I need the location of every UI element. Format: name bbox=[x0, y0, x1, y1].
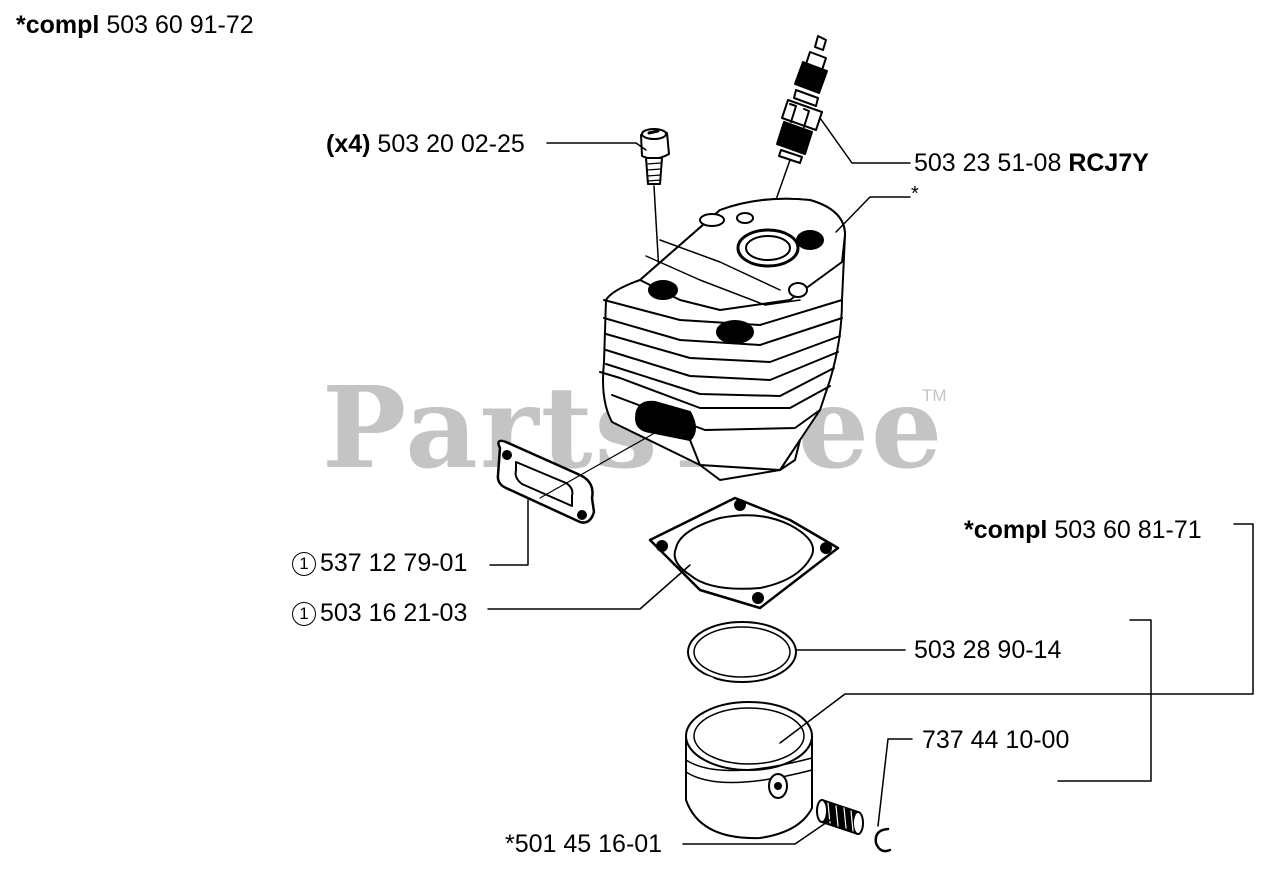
spark-plug-number: 503 23 51-08 bbox=[914, 149, 1062, 177]
cylinder-gasket-part bbox=[648, 496, 840, 610]
cylinder-gasket-number: 503 16 21-03 bbox=[320, 599, 468, 627]
spark-plug-part bbox=[759, 35, 828, 246]
leader-lines bbox=[487, 117, 1254, 845]
circlip-label: 737 44 10-00 bbox=[922, 726, 1070, 754]
piston-ring-label: 503 28 90-14 bbox=[914, 636, 1062, 664]
cylinder-assembly-number: 503 60 91-72 bbox=[106, 11, 254, 39]
muffler-gasket-number: 537 12 79-01 bbox=[320, 549, 468, 577]
cylinder-assembly-label: *compl 503 60 91-72 bbox=[16, 13, 254, 38]
cylinder-label: * bbox=[911, 183, 919, 205]
circlip-part bbox=[874, 827, 892, 853]
screw-part-number: 503 20 02-25 bbox=[377, 130, 525, 158]
piston-assembly-number: 503 60 81-71 bbox=[1054, 516, 1202, 544]
cylinder-part bbox=[599, 197, 846, 481]
circled-marker: 1 bbox=[292, 552, 316, 576]
spark-plug-label: 503 23 51-08 RCJ7Y bbox=[914, 151, 1149, 176]
watermark-trademark: TM bbox=[922, 386, 947, 405]
muffler-gasket-part bbox=[496, 429, 661, 524]
piston-part bbox=[685, 701, 813, 840]
screw-part bbox=[640, 128, 670, 291]
bearing-label: *501 45 16-01 bbox=[505, 830, 663, 858]
screw-label: (x4) 503 20 02-25 bbox=[326, 132, 525, 157]
screw-quantity: (x4) bbox=[326, 130, 371, 158]
piston-ring-part bbox=[687, 621, 797, 683]
spark-plug-type: RCJ7Y bbox=[1068, 149, 1149, 177]
needle-bearing-part bbox=[816, 799, 864, 835]
piston-assembly-prefix: *compl bbox=[964, 516, 1048, 544]
piston-assembly-label: *compl 503 60 81-71 bbox=[964, 518, 1202, 543]
circled-marker: 1 bbox=[292, 602, 316, 626]
cylinder-assembly-prefix: *compl bbox=[16, 11, 100, 39]
